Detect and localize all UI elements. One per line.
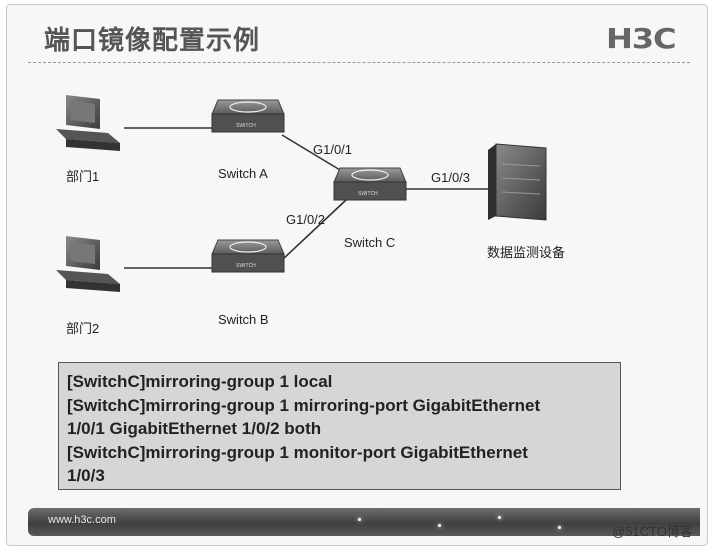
sparkle-decoration bbox=[438, 524, 441, 527]
title-divider bbox=[28, 62, 690, 63]
switch-c-device-text: SWITCH bbox=[358, 191, 378, 197]
switch-a-device-text: SWITCH bbox=[236, 123, 256, 129]
link-switch-b-switch-c bbox=[281, 199, 347, 261]
sparkle-decoration bbox=[358, 518, 361, 521]
dept1-label: 部门1 bbox=[66, 169, 100, 184]
config-line: 1/0/3 bbox=[67, 466, 105, 485]
links bbox=[124, 127, 490, 269]
port-label-g1-0-2: G1/0/2 bbox=[286, 212, 326, 227]
switch-a-label: Switch A bbox=[218, 166, 268, 181]
footer-url: www.h3c.com bbox=[48, 514, 116, 526]
config-line: [SwitchC]mirroring-group 1 local bbox=[67, 372, 333, 391]
switch-c-label: Switch C bbox=[344, 235, 396, 250]
link-switch-a-switch-c bbox=[281, 134, 341, 171]
switch-icon: SWITCH bbox=[211, 99, 285, 133]
pc-icon bbox=[56, 236, 120, 292]
slide-footer: www.h3c.com bbox=[28, 508, 700, 536]
switch-b-device-text: SWITCH bbox=[236, 263, 256, 269]
sparkle-decoration bbox=[558, 526, 561, 529]
config-code-box: [SwitchC]mirroring-group 1 local [Switch… bbox=[58, 362, 621, 490]
switch-icon: SWITCH bbox=[333, 167, 407, 201]
switch-b-label: Switch B bbox=[218, 312, 269, 327]
config-line: [SwitchC]mirroring-group 1 mirroring-por… bbox=[67, 395, 541, 415]
config-line: [SwitchC]mirroring-group 1 monitor-port … bbox=[67, 442, 528, 462]
port-label-g1-0-3: G1/0/3 bbox=[431, 170, 471, 185]
watermark: @51CTO博客 bbox=[612, 524, 693, 539]
monitor-device-label: 数据监测设备 bbox=[487, 245, 566, 260]
config-line: 1/0/1 GigabitEthernet 1/0/2 both bbox=[67, 419, 322, 438]
h3c-logo: H3C bbox=[606, 22, 677, 55]
sparkle-decoration bbox=[498, 516, 501, 519]
pc-icon bbox=[56, 95, 120, 151]
switch-icon: SWITCH bbox=[211, 239, 285, 273]
port-label-g1-0-1: G1/0/1 bbox=[313, 142, 353, 157]
server-icon bbox=[488, 143, 547, 221]
dept2-label: 部门2 bbox=[66, 321, 100, 336]
slide-title: 端口镜像配置示例 bbox=[44, 26, 261, 56]
